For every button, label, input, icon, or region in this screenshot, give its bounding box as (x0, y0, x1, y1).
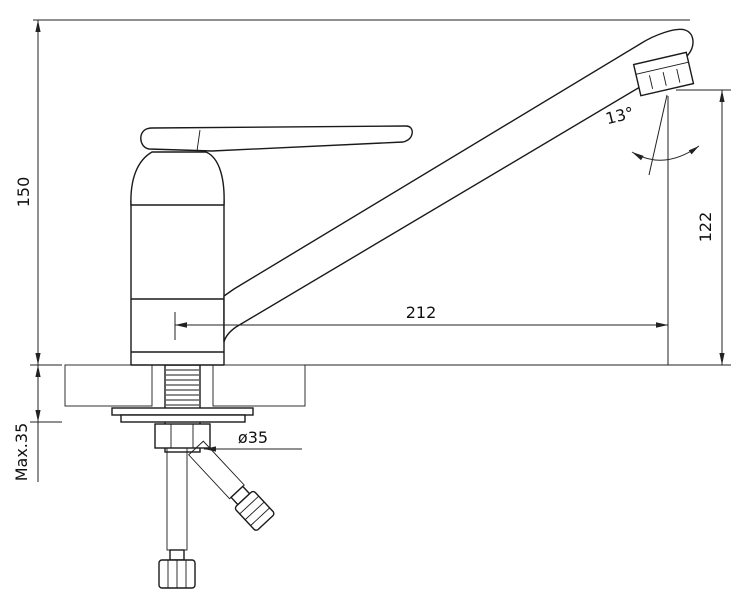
counter-hatch-right (212, 364, 306, 407)
angle-arrow-right (688, 146, 699, 155)
supply-hose-diagonal (188, 440, 275, 531)
mounting-nut (154, 423, 211, 449)
dim-150-arrow-bottom (35, 353, 41, 365)
angle-axis-line (648, 94, 668, 176)
dim-max35-arrow-top (35, 365, 41, 377)
lever-handle (140, 125, 413, 152)
diameter-arrow (204, 446, 216, 452)
mounting-locknut-plate (120, 414, 246, 423)
supply-hoses (158, 440, 275, 589)
dim-212: 212 (175, 303, 668, 328)
dim-diameter: ø35 (204, 428, 302, 452)
head-dome (130, 151, 225, 206)
body-fill (131, 200, 224, 365)
dim-122-arrow-bottom (719, 353, 725, 365)
dim-max35-arrow-bottom (35, 410, 41, 422)
dim-122-arrow-top (719, 90, 725, 102)
mounting-washer-plate (111, 407, 254, 416)
hose-hex-nut-2-facets (239, 495, 270, 526)
counter-hatch-left (64, 364, 153, 407)
dim-150-arrow-top (35, 20, 41, 32)
mixer-head (130, 125, 413, 206)
dim-angle: 13° (604, 94, 700, 176)
angle-arrow-left (632, 152, 644, 161)
body-outline (130, 199, 225, 366)
dim-max35-label: Max.35 (12, 423, 31, 482)
lever-pivot-line (196, 129, 201, 152)
supply-hose-vertical (166, 447, 188, 551)
aerator-band (635, 61, 689, 75)
dim-122: 122 (696, 90, 725, 365)
faucet-body (130, 199, 225, 366)
spout-outline (223, 28, 694, 343)
dim-150: 150 (14, 20, 41, 365)
dim-212-arrow-left (175, 322, 187, 328)
dim-diameter-label: ø35 (238, 428, 268, 447)
dim-angle-label: 13° (604, 103, 636, 128)
aerator-knurl (649, 68, 681, 89)
hose-fitting-neck (169, 549, 185, 561)
spout (223, 28, 694, 343)
hose-hex-nut-facets (167, 560, 187, 588)
dim-150-label: 150 (14, 177, 33, 208)
dim-max35: Max.35 (12, 365, 41, 482)
extension-lines (30, 19, 731, 423)
aerator (632, 51, 695, 97)
mounting-nut-facets (170, 424, 194, 448)
mounting-hardware (111, 364, 254, 453)
dim-212-label: 212 (406, 303, 437, 322)
dim-122-label: 122 (696, 212, 715, 243)
dim-212-arrow-right (656, 322, 668, 328)
counter-section (64, 364, 306, 407)
